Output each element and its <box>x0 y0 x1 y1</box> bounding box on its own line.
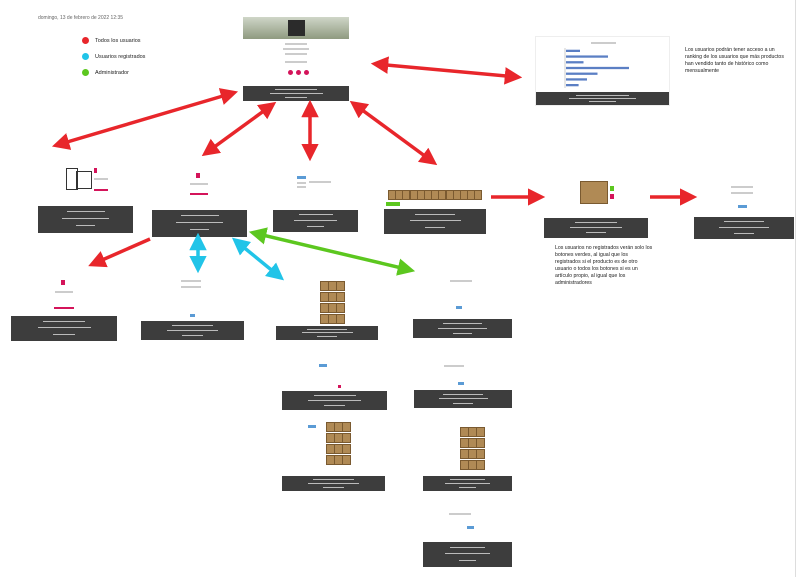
screenshot-product-detail <box>544 166 648 238</box>
legend-dot-blue <box>82 53 89 60</box>
note-ranking: Los usuarios podrán tener acceso a un ra… <box>685 47 784 75</box>
footer <box>141 321 244 340</box>
legend-label: Todos los usuarios <box>95 37 141 44</box>
product-thumb <box>342 455 351 465</box>
arrow-home-devices <box>51 88 239 150</box>
screenshot-favorites <box>282 417 385 491</box>
arrow-login-upload <box>248 227 416 276</box>
ranking-bar-chart <box>564 48 629 88</box>
home-pin-icon <box>288 70 293 75</box>
footer <box>282 476 385 491</box>
product-thumb <box>476 449 485 459</box>
product-thumb <box>336 314 345 324</box>
tablet-image <box>76 171 92 189</box>
screenshot-my-products <box>276 270 378 340</box>
footer <box>273 210 358 232</box>
chart-bar <box>566 84 579 87</box>
arrow-home-products <box>349 100 438 166</box>
arrow-home-ranking <box>370 56 523 85</box>
screenshot-form <box>414 348 512 408</box>
legend-dot-green <box>82 69 89 76</box>
footer <box>414 390 512 408</box>
product-thumb <box>336 292 345 302</box>
screenshot-admin-products <box>423 421 512 491</box>
legend-label: Usuarios registrados <box>95 53 146 60</box>
arrow-login-register <box>88 237 151 268</box>
screenshot-login <box>152 159 247 237</box>
home-pin-icon <box>296 70 301 75</box>
chart-bar <box>566 72 598 75</box>
footer <box>11 316 117 341</box>
footer <box>536 92 669 105</box>
legend-item-registered: Usuarios registrados <box>82 53 145 60</box>
page-date: domingo, 13 de febrero de 2022 12:35 <box>38 15 124 21</box>
phone-image <box>66 168 78 190</box>
footer <box>38 206 133 233</box>
product-thumb <box>342 433 351 443</box>
arrow-login-myproducts <box>231 237 285 281</box>
footer <box>694 217 794 239</box>
footer <box>423 476 512 491</box>
product-thumb <box>476 438 485 448</box>
product-thumb <box>474 190 483 200</box>
chart-bar <box>566 55 608 58</box>
screenshot-admin-users <box>423 499 512 567</box>
screenshot-contact <box>694 172 794 239</box>
footer <box>243 86 349 101</box>
product-thumb <box>336 303 345 313</box>
screenshot-ranking <box>535 36 670 106</box>
legend-label: Administrador <box>95 69 129 76</box>
product-thumb <box>342 444 351 454</box>
product-thumb <box>476 460 485 470</box>
footer <box>413 319 512 338</box>
note-buttons: Los usuarios no registrados verán solo l… <box>555 245 653 287</box>
chart-bar <box>566 61 584 64</box>
screenshot-edit-product <box>282 348 387 410</box>
legend-dot-red <box>82 37 89 44</box>
home-logo <box>288 20 305 36</box>
screenshot-profile <box>141 270 244 340</box>
footer <box>152 210 247 237</box>
footer <box>282 391 387 410</box>
product-thumb <box>476 427 485 437</box>
product-photo <box>580 181 608 204</box>
screenshot-devices <box>38 149 133 233</box>
chart-bar <box>566 78 587 81</box>
footer <box>276 326 378 340</box>
legend-item-all-users: Todos los usuarios <box>82 37 141 44</box>
product-thumb <box>342 422 351 432</box>
legend-item-admin: Administrador <box>82 69 129 76</box>
screenshot-list <box>273 159 358 232</box>
arrow-home-login <box>201 101 277 157</box>
product-thumb <box>336 281 345 291</box>
footer <box>423 542 512 567</box>
green-button <box>386 202 400 206</box>
screenshot-upload <box>413 270 512 338</box>
footer <box>544 218 648 238</box>
chart-bar <box>566 66 629 70</box>
screenshot-home <box>243 17 349 101</box>
home-pin-icon <box>304 70 309 75</box>
chart-bar <box>566 49 580 52</box>
screenshot-register <box>11 269 117 341</box>
product-thumb-row <box>388 190 483 200</box>
